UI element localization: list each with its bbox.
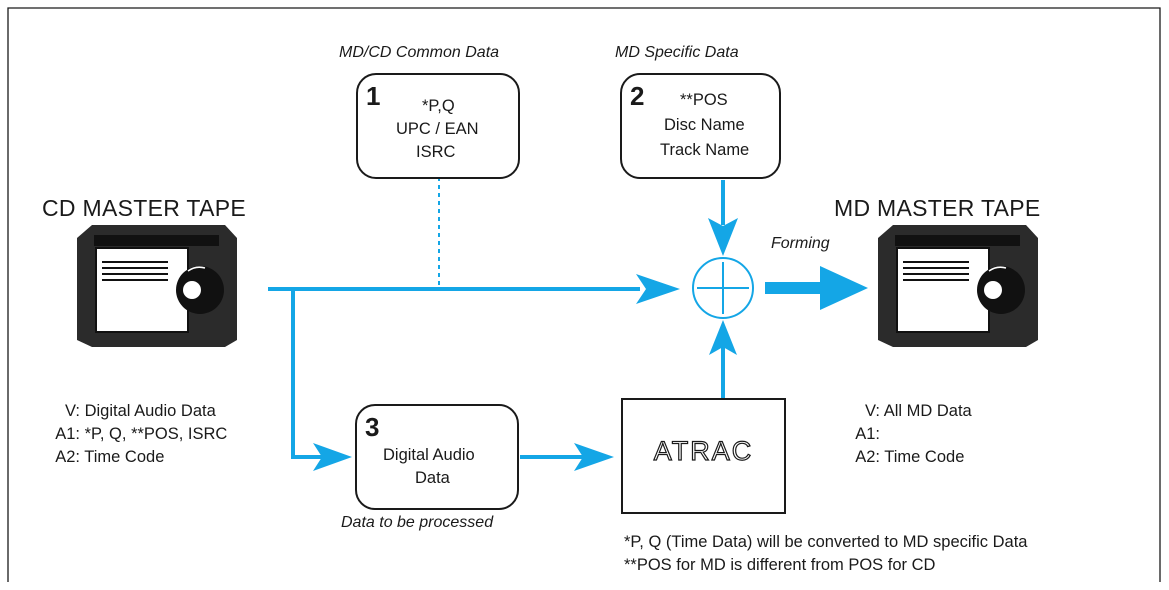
track-value: Time Code bbox=[884, 448, 965, 466]
md-master-tape-label: MD MASTER TAPE bbox=[834, 195, 1041, 221]
track-key: A1: bbox=[55, 425, 80, 443]
cd-master-tape-label: CD MASTER TAPE bbox=[42, 195, 246, 221]
common-data-caption: MD/CD Common Data bbox=[339, 44, 500, 61]
specific-data-caption: MD Specific Data bbox=[615, 44, 739, 61]
forming-arrow-head bbox=[820, 266, 868, 310]
legend-row: V: Digital Audio Data bbox=[40, 400, 227, 423]
track-key: V: bbox=[65, 402, 80, 420]
flow-atrac-up-arrowhead bbox=[709, 320, 737, 355]
box-line: Track Name bbox=[660, 141, 750, 159]
forming-arrow-shaft bbox=[765, 282, 825, 294]
common-data-box: 1 *P,Q UPC / EAN ISRC bbox=[356, 73, 520, 179]
legend-row: V: All MD Data bbox=[840, 400, 972, 423]
track-value: All MD Data bbox=[883, 402, 972, 420]
flow-branch-arrowhead bbox=[313, 443, 352, 471]
track-key: A2: bbox=[55, 448, 80, 466]
box-number: 3 bbox=[365, 412, 380, 442]
box-line: Disc Name bbox=[664, 116, 745, 134]
box-number: 2 bbox=[630, 81, 645, 111]
atrac-label: ATRAC bbox=[653, 435, 754, 466]
combiner-plus-circle bbox=[692, 257, 754, 319]
box-line: Digital Audio bbox=[383, 446, 475, 464]
cd-track-legend: V: Digital Audio Data A1: *P, Q, **POS, … bbox=[40, 400, 227, 469]
track-value: Digital Audio Data bbox=[84, 402, 216, 420]
digital-audio-data-box: 3 Digital Audio Data bbox=[355, 404, 519, 510]
cd-master-tape-icon bbox=[77, 225, 237, 347]
flow-main-arrowhead bbox=[636, 274, 680, 304]
track-key: V: bbox=[865, 402, 880, 420]
flow-specific-down-arrowhead bbox=[708, 218, 738, 256]
atrac-processor-box: ATRAC bbox=[621, 398, 786, 514]
legend-row: A2: Time Code bbox=[840, 446, 972, 469]
box-line: ISRC bbox=[416, 143, 456, 161]
legend-row: A2: Time Code bbox=[40, 446, 227, 469]
processed-data-caption: Data to be processed bbox=[341, 514, 494, 531]
forming-caption: Forming bbox=[771, 235, 830, 252]
track-key: A2: bbox=[855, 448, 880, 466]
box-line: UPC / EAN bbox=[396, 120, 479, 138]
legend-row: A1: *P, Q, **POS, ISRC bbox=[40, 423, 227, 446]
footnote-pos: **POS for MD is different from POS for C… bbox=[624, 556, 936, 574]
md-track-legend: V: All MD Data A1: A2: Time Code bbox=[840, 400, 972, 469]
md-specific-data-box: 2 **POS Disc Name Track Name bbox=[620, 73, 781, 179]
track-value: Time Code bbox=[84, 448, 165, 466]
track-value: *P, Q, **POS, ISRC bbox=[84, 425, 228, 443]
legend-row: A1: bbox=[840, 423, 972, 446]
box-line: Data bbox=[415, 469, 450, 487]
md-master-tape-icon bbox=[878, 225, 1038, 347]
box-line: *P,Q bbox=[422, 97, 455, 115]
track-key: A1: bbox=[855, 425, 880, 443]
footnote-pq: *P, Q (Time Data) will be converted to M… bbox=[624, 533, 1028, 551]
box-number: 1 bbox=[366, 81, 381, 111]
page-frame bbox=[7, 7, 1161, 582]
flow-to-atrac-arrowhead bbox=[574, 443, 614, 471]
box-line: **POS bbox=[680, 91, 728, 109]
